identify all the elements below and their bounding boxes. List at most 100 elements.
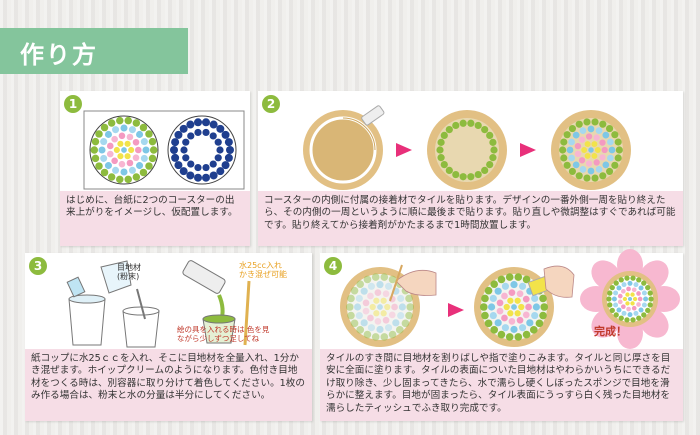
mosaic-tile [445,125,453,134]
mosaic-tile [607,302,613,308]
mosaic-tile [124,153,131,160]
mosaic-tile [354,303,362,311]
mosaic-tile [559,146,567,154]
mosaic-tile [574,143,582,150]
mosaic-tile [539,294,547,303]
mosaic-tile [631,287,637,293]
mosaic-tile [489,311,497,320]
mosaic-tile [120,124,128,132]
mosaic-tile [636,277,642,283]
step-3-number: 3 [29,257,47,275]
step-2-coaster-outer-ring [427,110,507,190]
mosaic-tile [112,126,120,134]
mosaic-tile [574,150,582,157]
step-3-color-note: 絵の具を入れる時は 色を見ながら少しずつ足してね [177,325,270,343]
mosaic-tile [132,154,140,162]
mosaic-tile [121,147,127,153]
mosaic-tile [518,324,527,332]
mosaic-tile [613,280,619,286]
mosaic-tile [563,131,571,139]
mosaic-tile [638,285,644,291]
mosaic-tile [440,131,448,139]
mosaic-tile [614,138,622,146]
mosaic-tile [616,307,622,313]
page-header: 作り方 [0,28,188,74]
mosaic-tile [626,306,631,312]
mosaic-tile [126,159,134,167]
mosaic-tile [95,130,103,138]
mosaic-tile [395,326,404,334]
step-4-card: 4 完成！ タイルのすき間に目地材を割りばしや指で塗りこみます。タイルと同じ厚さ… [320,249,683,421]
mosaic-tile [406,303,415,311]
mosaic-tile [388,330,397,339]
mosaic-tile [360,287,368,295]
mosaic-tile [632,296,638,302]
mosaic-tile [355,294,363,303]
mosaic-tile [585,160,593,167]
mosaic-tile [511,304,517,310]
mosaic-tile [170,146,178,154]
mosaic-tile [625,292,630,297]
mosaic-tile [384,324,393,332]
mosaic-tile [510,325,518,333]
mosaic-tile [367,314,374,322]
mosaic-tile [599,172,607,180]
mosaic-tile [611,161,619,169]
step-4-grout-wipe [474,265,575,347]
mosaic-tile [496,299,504,307]
mosaic-tile [516,290,524,298]
step-4-arrow [448,303,464,317]
mosaic-tile [145,162,153,170]
mosaic-tile [489,138,497,146]
step-3-cup-illustration [66,260,160,348]
mosaic-tile [467,119,475,127]
mosaic-tile [595,127,603,134]
mosaic-tile [617,299,623,305]
mosaic-tile [588,147,594,153]
mosaic-tile [621,304,626,309]
step-4-finished-flower [580,249,680,349]
mosaic-tile [481,311,489,320]
mosaic-tile [539,311,547,320]
mosaic-tile [363,275,372,284]
mosaic-tile [595,166,603,173]
mosaic-tile [583,118,591,126]
mosaic-tile [445,166,453,175]
mosaic-tile [496,307,504,315]
mosaic-tile [633,282,639,288]
mosaic-tile [587,125,595,133]
mosaic-tile [488,303,496,311]
mosaic-tile [621,310,627,316]
mosaic-tile [607,154,614,162]
mosaic-tile [514,310,521,317]
mosaic-tile [437,138,445,146]
mosaic-tile [104,130,112,138]
mosaic-tile [585,133,593,140]
mosaic-tile [578,136,586,143]
mosaic-tile [369,303,376,311]
mosaic-tile [132,173,141,181]
step-2-description: コースターの内側に付属の接着材でタイルを貼ります。デザインの一番外側一周を貼り終… [258,191,683,246]
mosaic-tile [613,290,619,296]
mosaic-tile [627,312,633,318]
mosaic-tile [484,319,493,328]
mosaic-tile [497,330,506,339]
mosaic-tile [186,120,195,129]
mosaic-tile [579,127,587,134]
mosaic-tile [607,290,613,296]
mosaic-tile [608,146,616,154]
mosaic-tile [621,289,626,294]
mosaic-tile [405,311,413,320]
mosaic-tile [579,166,587,173]
mosaic-tile [202,128,210,137]
mosaic-tile [631,305,637,311]
mosaic-tile [380,310,387,317]
mosaic-tile [613,312,619,318]
mosaic-tile [100,168,109,177]
mosaic-tile [563,161,571,169]
mosaic-tile [209,160,217,168]
mosaic-tile [593,159,600,166]
mosaic-tile [489,154,497,162]
mosaic-tile [397,311,405,320]
mosaic-tile [401,319,410,328]
